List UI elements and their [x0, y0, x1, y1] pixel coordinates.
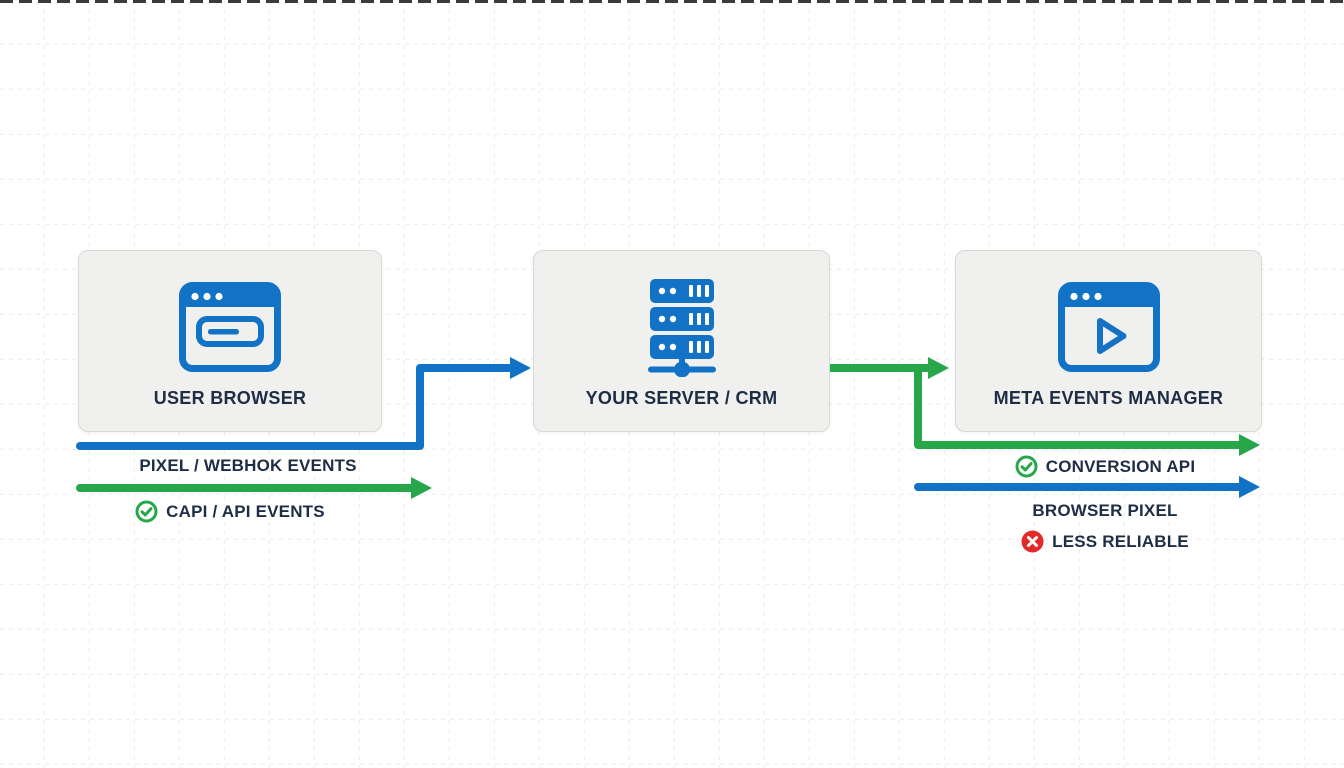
node-label: USER BROWSER — [153, 388, 307, 408]
node-meta-events-manager: META EVENTS MANAGER — [955, 250, 1262, 432]
browser-window-icon — [178, 279, 282, 375]
edge-label-less-reliable: LESS RELIABLE — [940, 530, 1270, 553]
edge-label-conversion-api: CONVERSION API — [940, 455, 1270, 478]
arrow-browser-pixel-head — [1239, 476, 1260, 498]
node-label: META EVENTS MANAGER — [993, 388, 1224, 408]
arrow-capi-api — [76, 477, 432, 499]
arrow-server-to-meta-head — [928, 357, 949, 379]
edge-label-text: PIXEL / WEBHOK EVENTS — [139, 456, 357, 475]
edge-label-text: CAPI / API EVENTS — [166, 501, 325, 521]
edge-label-text: CONVERSION API — [1045, 456, 1196, 476]
edge-label-text: BROWSER PIXEL — [1032, 501, 1178, 520]
node-user-browser: USER BROWSER — [78, 250, 382, 432]
edge-label-text: LESS RELIABLE — [1052, 531, 1189, 551]
edge-label-browser-pixel: BROWSER PIXEL — [940, 500, 1270, 522]
arrow-conversion-api-head — [1239, 434, 1260, 456]
arrow-pixel-webhook-head — [510, 357, 531, 379]
server-stack-icon — [642, 279, 722, 377]
edge-label-pixel-webhook: PIXEL / WEBHOK EVENTS — [78, 455, 418, 477]
check-circle-icon — [1015, 455, 1038, 478]
check-circle-icon — [135, 500, 158, 523]
arrow-browser-pixel — [914, 476, 1260, 498]
video-player-window-icon — [1057, 279, 1161, 375]
arrow-capi-api-head — [411, 477, 432, 499]
cross-circle-icon — [1021, 530, 1044, 553]
edge-label-capi-api: CAPI / API EVENTS — [70, 500, 390, 523]
node-your-server-crm: YOUR SERVER / CRM — [533, 250, 830, 432]
node-label: YOUR SERVER / CRM — [585, 388, 778, 408]
